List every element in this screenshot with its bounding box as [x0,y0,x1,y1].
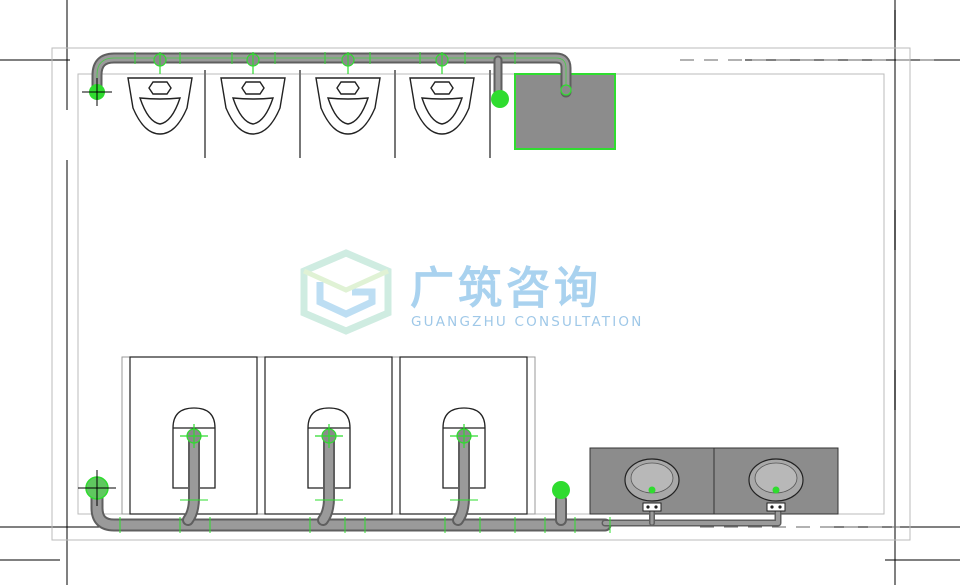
watermark-logo [300,249,392,335]
floor-drain [552,481,570,499]
toilet-branch-pipes [182,430,567,526]
dashed-lines [680,59,940,528]
urinal [409,77,475,135]
urinal [127,77,193,135]
bottom-pipe-joints [119,499,611,533]
watermark-title: 广筑咨询 [410,263,602,314]
wash-basin [748,458,804,502]
urinal [315,77,381,135]
top-drain-pipe [91,52,572,98]
toilet-inlet-fittings [180,424,478,448]
urinal [220,77,286,135]
urinal-partitions [204,70,491,158]
cleanout-bottom-left [78,470,116,506]
watermark-subtitle: GUANGZHU CONSULTATION [411,314,644,330]
bottom-drain-pipe [90,483,782,532]
urinal-branch-fittings [153,52,572,96]
floor-drain [491,90,509,108]
basin-drain-fittings [642,486,786,512]
pipe-joints [134,52,516,64]
cleanout-top-left [82,78,112,106]
wash-basin [624,458,680,502]
